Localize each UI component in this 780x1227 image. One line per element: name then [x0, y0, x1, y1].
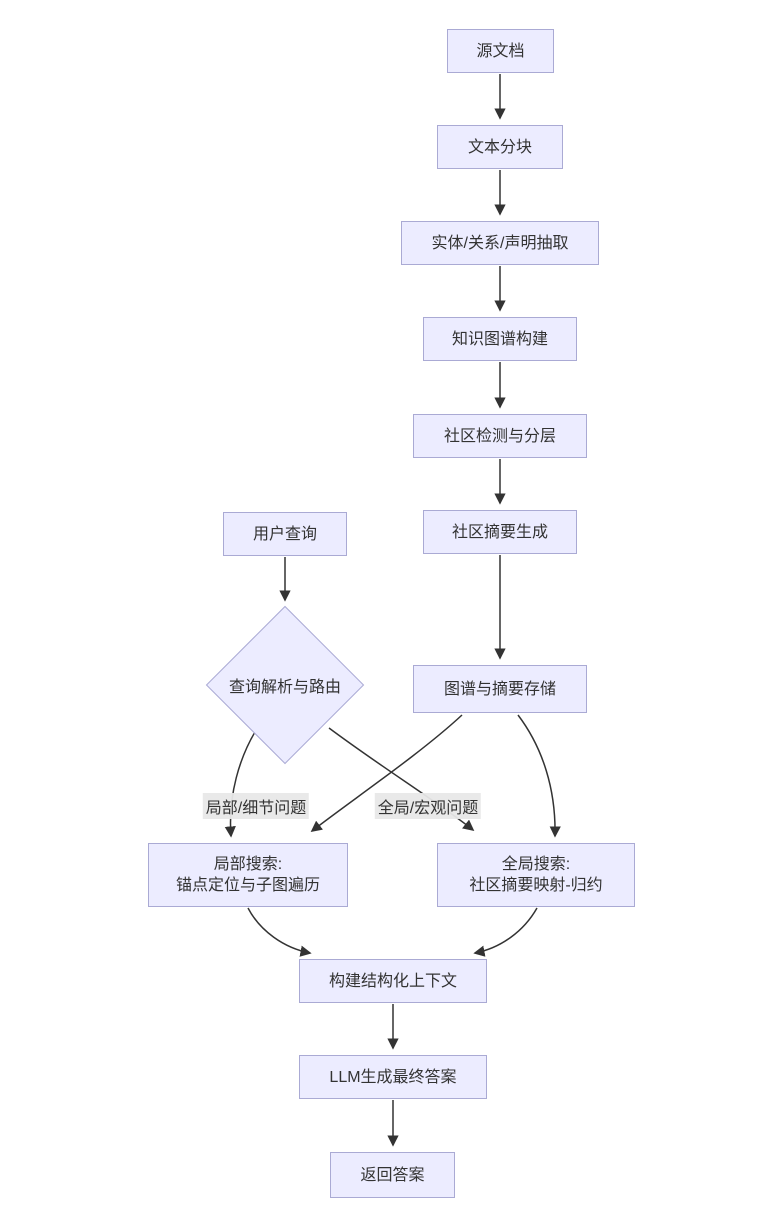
node-global-search-subtitle: 社区摘要映射-归约	[469, 877, 603, 894]
node-community-detection: 社区检测与分层	[413, 414, 587, 458]
node-kg-build: 知识图谱构建	[423, 317, 577, 361]
node-llm-answer: LLM生成最终答案	[299, 1055, 487, 1099]
edge-label-global-questions: 全局/宏观问题	[374, 793, 482, 819]
node-local-search-subtitle: 锚点定位与子图遍历	[175, 877, 320, 894]
node-return-answer: 返回答案	[330, 1152, 455, 1198]
node-query-routing: 查询解析与路由	[228, 679, 341, 696]
edge-storage-to-global	[517, 714, 561, 838]
node-global-search-title: 全局搜索:	[501, 856, 571, 873]
node-global-search: 全局搜索: 社区摘要映射-归约	[437, 843, 635, 907]
edge-global-to-context	[473, 907, 538, 957]
edge-routing-to-local	[224, 726, 259, 838]
node-extraction: 实体/关系/声明抽取	[401, 221, 599, 265]
node-user-query: 用户查询	[223, 512, 347, 556]
edge-routing-to-global	[328, 727, 475, 832]
node-source-doc: 源文档	[447, 29, 554, 73]
node-local-search-title: 局部搜索:	[213, 856, 283, 873]
edge-storage-to-local	[310, 714, 463, 833]
edge-label-local-questions: 局部/细节问题	[202, 793, 310, 819]
node-build-context: 构建结构化上下文	[299, 959, 487, 1003]
node-community-summary: 社区摘要生成	[423, 510, 577, 554]
node-storage: 图谱与摘要存储	[413, 665, 587, 713]
edge-local-to-context	[247, 907, 312, 957]
node-text-chunking: 文本分块	[437, 125, 563, 169]
node-local-search: 局部搜索: 锚点定位与子图遍历	[148, 843, 348, 907]
